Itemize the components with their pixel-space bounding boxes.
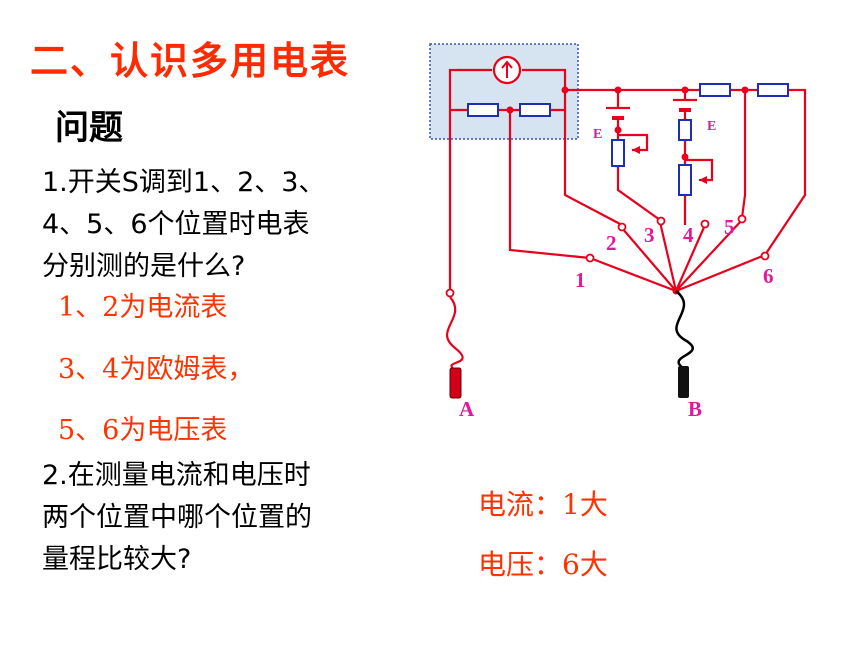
- switch-contacts: [445, 214, 770, 298]
- answer-voltage-range: 电压：6大: [478, 548, 608, 581]
- switch-position-labels: 1 2 3 4 5 6: [575, 215, 774, 292]
- answer-voltmeter: 5、6为电压表: [58, 415, 228, 446]
- question-2-line-1: 2.在测量电流和电压时: [42, 460, 311, 491]
- rheostat-1: [611, 139, 625, 167]
- resistors: [467, 83, 789, 196]
- rheostat-2: [678, 164, 692, 196]
- series-resistor-1: [699, 83, 731, 97]
- question-2-line-3: 量程比较大?: [42, 544, 192, 575]
- probe-b-label: B: [688, 397, 702, 421]
- probe-a-lead: [446, 296, 464, 371]
- position-label-6: 6: [763, 264, 774, 288]
- batteries: [606, 98, 697, 120]
- position-label-3: 3: [644, 223, 655, 247]
- section-heading: 问题: [55, 108, 123, 148]
- question-2-line-2: 两个位置中哪个位置的: [42, 502, 312, 533]
- answer-current-range: 电流：1大: [478, 488, 608, 521]
- question-1-line-1: 1.开关S调到1、2、3、: [42, 167, 326, 198]
- position-label-4: 4: [683, 223, 694, 247]
- answer-ohmmeter: 3、4为欧姆表，: [58, 354, 255, 385]
- probe-b-icon: [678, 366, 689, 398]
- rheostat-1-slider-icon: [632, 146, 640, 154]
- page-title: 二、认识多用电表: [30, 39, 351, 83]
- circuit-wires: [448, 68, 807, 293]
- shunt-resistor-1: [467, 103, 499, 117]
- question-1-line-2: 4、5、6个位置时电表: [42, 209, 310, 240]
- series-resistor-2: [757, 83, 789, 97]
- probe-b-lead: [675, 290, 694, 370]
- fixed-resistor: [678, 119, 692, 141]
- probe-a-icon: [449, 367, 462, 399]
- position-label-5: 5: [724, 215, 735, 239]
- shunt-resistor-2: [519, 103, 551, 117]
- position-label-1: 1: [575, 268, 586, 292]
- position-label-2: 2: [606, 231, 617, 255]
- battery-label-2: E: [707, 119, 716, 134]
- rheostat-2-slider-icon: [699, 176, 707, 184]
- answer-ammeter: 1、2为电流表: [58, 292, 228, 323]
- galvanometer-needle-icon: [501, 60, 513, 78]
- battery-label-1: E: [593, 127, 602, 142]
- question-1-line-3: 分别测的是什么?: [42, 251, 246, 282]
- probe-a-label: A: [459, 397, 475, 421]
